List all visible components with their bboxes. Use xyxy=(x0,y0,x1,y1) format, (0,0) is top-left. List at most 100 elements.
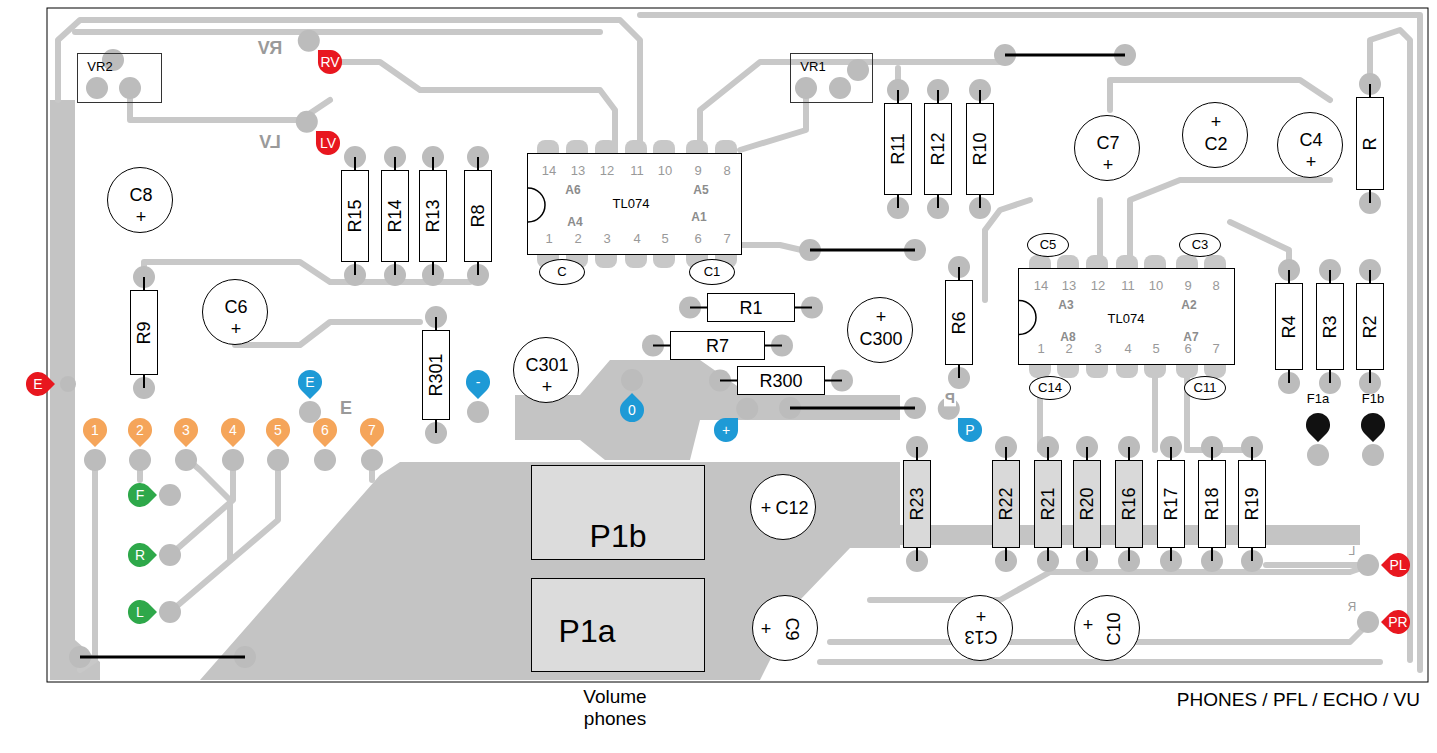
component-label: R300 xyxy=(759,370,802,391)
wire-jumper xyxy=(810,249,915,252)
component-lead xyxy=(1047,548,1049,561)
component-lead xyxy=(394,262,396,275)
component-label: C8 xyxy=(129,185,152,206)
capacitor-symbol: C3 xyxy=(1179,233,1221,257)
component-lead xyxy=(1329,270,1331,283)
component-lead xyxy=(394,157,396,170)
marker-pin xyxy=(1381,610,1410,634)
pin-number: 13 xyxy=(571,164,585,179)
component-lead xyxy=(690,306,707,308)
component-lead xyxy=(897,195,899,208)
component-lead xyxy=(958,267,960,280)
wire-jumper xyxy=(1005,54,1125,57)
component-label: C1 xyxy=(704,265,721,280)
resistor-symbol: R6 xyxy=(945,280,974,365)
capacitor-symbol: C14 xyxy=(1029,376,1071,400)
connector-marker: 2 xyxy=(125,416,155,446)
marker-pin xyxy=(466,370,490,399)
capacitor-symbol: C13+ xyxy=(947,595,1013,661)
component-lead xyxy=(979,90,981,103)
component-label: R21 xyxy=(1038,487,1059,520)
component-label: + xyxy=(136,207,147,228)
solder-pad xyxy=(1362,444,1384,466)
component-lead xyxy=(1369,84,1371,97)
pin-number: 4 xyxy=(1124,342,1131,357)
resistor-symbol: R2 xyxy=(1356,283,1385,370)
marker-label: - xyxy=(476,374,481,390)
component-label: C5 xyxy=(1040,238,1057,253)
marker-shape-layer xyxy=(1303,411,1333,441)
amplifier-label: A1 xyxy=(691,211,706,225)
solder-pad xyxy=(119,77,141,99)
component-label: R11 xyxy=(888,133,909,165)
component-label: + xyxy=(761,498,772,519)
pin-number: 2 xyxy=(1065,342,1072,357)
solder-pad xyxy=(847,59,869,81)
marker-pin xyxy=(1381,553,1410,577)
resistor-symbol: R23 xyxy=(903,460,932,548)
resistor-symbol: R17 xyxy=(1157,460,1186,548)
component-label: C9 xyxy=(782,617,803,640)
component-label: + xyxy=(542,377,553,398)
wire-jumper xyxy=(80,656,245,659)
marker-label: F xyxy=(136,487,145,503)
component-lead xyxy=(916,548,918,561)
marker-pin xyxy=(1306,413,1330,442)
resistor-symbol: R1 xyxy=(707,293,795,322)
marker-pin xyxy=(709,409,747,447)
capacitor-symbol: C xyxy=(539,259,585,285)
component-lead xyxy=(825,379,842,381)
resistor-symbol: R10 xyxy=(966,103,995,195)
solder-pad xyxy=(621,369,643,391)
component-label: TL074 xyxy=(613,197,650,212)
resistor-symbol: R22 xyxy=(992,460,1021,548)
marker-label: + xyxy=(722,422,730,438)
capacitor-symbol: C6+ xyxy=(202,279,268,345)
component-label: C xyxy=(557,265,566,280)
marker-pin xyxy=(360,418,384,447)
component-lead xyxy=(1047,447,1049,460)
pin-number: 11 xyxy=(630,164,644,179)
component-label: + xyxy=(1083,615,1094,636)
marker-pin xyxy=(128,483,157,507)
resistor-symbol: R11 xyxy=(884,103,913,195)
solder-pad xyxy=(129,449,151,471)
capacitor-symbol: +C9 xyxy=(752,595,818,661)
pin-number: 10 xyxy=(658,164,672,179)
pin-number: 7 xyxy=(723,232,730,247)
component-label: R1 xyxy=(739,297,762,318)
marker-pin xyxy=(313,418,337,447)
resistor-symbol: R9 xyxy=(130,290,159,375)
pin-number: 6 xyxy=(694,232,701,247)
component-label: + xyxy=(876,307,887,328)
component-lead xyxy=(979,195,981,208)
component-lead xyxy=(1369,190,1371,203)
component-label: C300 xyxy=(859,329,902,350)
marker-label: P xyxy=(965,422,974,438)
component-lead xyxy=(937,90,939,103)
copper-trace xyxy=(640,15,1420,670)
capacitor-symbol: C1 xyxy=(689,259,735,285)
component-label: C4 xyxy=(1299,130,1322,151)
marker-pin xyxy=(221,418,245,447)
component-lead xyxy=(354,157,356,170)
solder-pad xyxy=(298,30,320,52)
component-label: P1b xyxy=(590,518,647,555)
component-lead xyxy=(1251,447,1253,460)
component-label: + xyxy=(231,319,242,340)
solder-pad xyxy=(467,401,489,423)
marker-label: PR xyxy=(1388,614,1407,630)
ic-notch xyxy=(1019,301,1036,335)
pin-number: 5 xyxy=(661,232,668,247)
marker-label: 4 xyxy=(229,422,237,438)
component-label: + xyxy=(1103,155,1114,176)
solder-pad xyxy=(84,449,106,471)
component-lead xyxy=(1211,447,1213,460)
connector-marker: L xyxy=(125,598,155,628)
capacitor-symbol: +C10 xyxy=(1074,595,1140,661)
connector-marker: F1a xyxy=(1303,411,1333,441)
component-lead xyxy=(1005,548,1007,561)
component-label: R3 xyxy=(1320,315,1341,338)
component-lead xyxy=(432,262,434,275)
component-label: R22 xyxy=(996,487,1017,520)
